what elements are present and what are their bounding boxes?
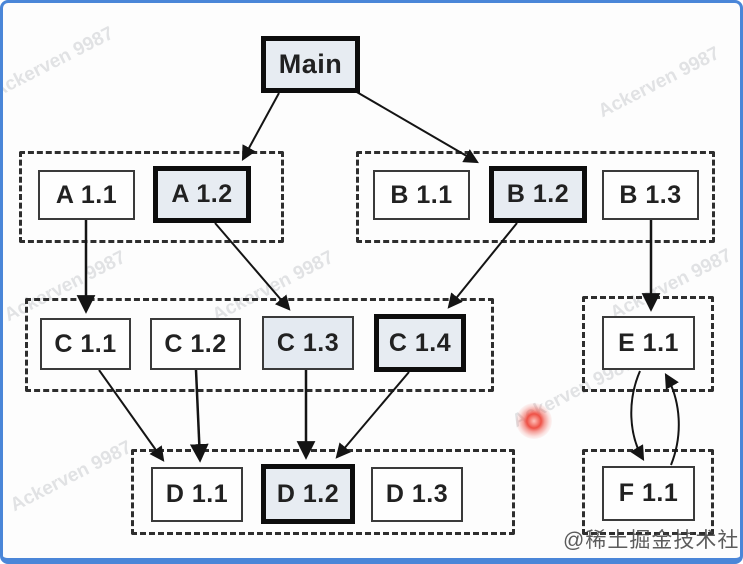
node-c12: C 1.2 (150, 318, 241, 370)
watermark-text: Ackerven 9987 (595, 42, 724, 123)
node-e11: E 1.1 (602, 316, 695, 370)
red-pointer-dot (516, 403, 552, 439)
node-b11: B 1.1 (373, 170, 470, 220)
watermark-text: Ackerven 9987 (7, 436, 136, 517)
node-c11: C 1.1 (40, 318, 131, 370)
watermark-text: Ackerven 9987 (0, 22, 118, 103)
credit-watermark: @稀土掘金技术社区 (563, 529, 743, 552)
node-b12: B 1.2 (489, 166, 587, 223)
group-f-box (582, 449, 714, 535)
node-c14: C 1.4 (374, 314, 466, 372)
node-main: Main (261, 36, 360, 93)
node-a12: A 1.2 (153, 166, 251, 223)
node-d11: D 1.1 (151, 467, 243, 522)
group-a-box (19, 151, 284, 243)
node-a11: A 1.1 (38, 170, 135, 220)
node-d13: D 1.3 (371, 467, 463, 522)
node-f11: F 1.1 (602, 466, 695, 521)
group-d-box (131, 449, 515, 535)
node-c13: C 1.3 (262, 316, 354, 370)
edge-main-a12 (241, 92, 280, 161)
group-b-box (356, 151, 715, 243)
node-d12: D 1.2 (261, 464, 355, 524)
node-b13: B 1.3 (602, 170, 699, 220)
